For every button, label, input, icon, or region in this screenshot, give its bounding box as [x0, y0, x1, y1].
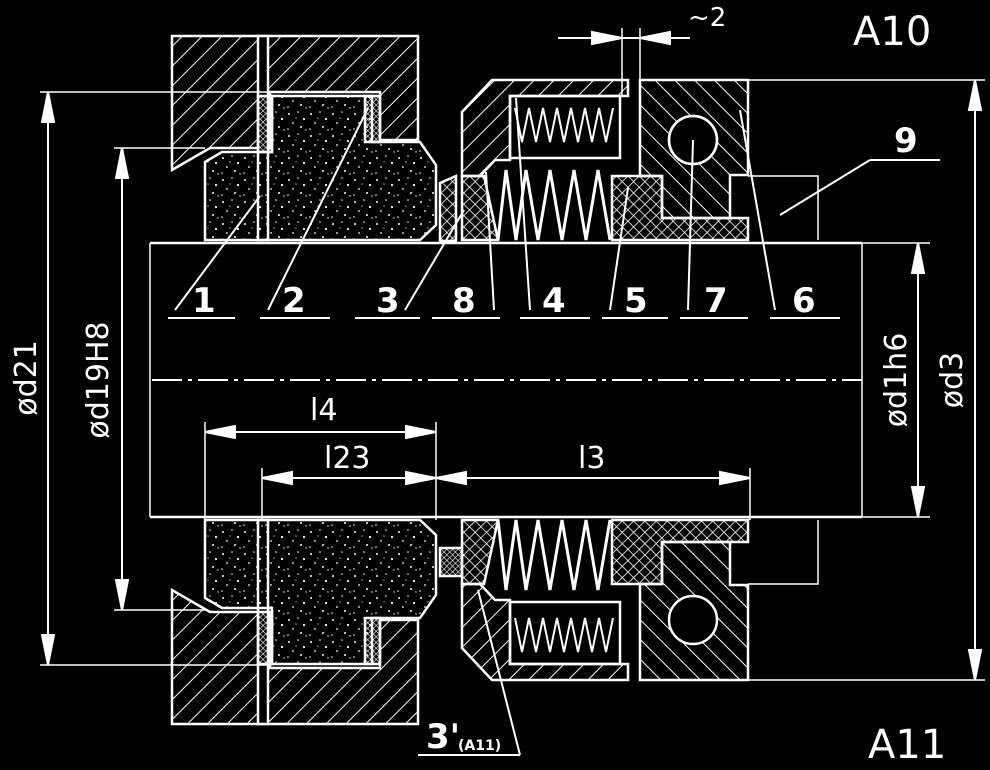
spring-chamber-upper [508, 94, 622, 160]
metal-bellows-upper [496, 169, 612, 241]
seat-oring-right-upper [363, 94, 382, 144]
l3-label: l3 [578, 441, 605, 476]
part-number-8: 8 [452, 281, 476, 321]
part-number-3-prime-variant: (A11) [458, 738, 501, 754]
part-number-4: 4 [542, 281, 566, 321]
part-9-outline [748, 175, 819, 240]
seat-oring-right-lower [363, 616, 382, 666]
seat-oring-left-lower [256, 610, 274, 666]
bellows-root-upper [460, 174, 500, 242]
part-number-5: 5 [624, 281, 648, 321]
part-number-3-prime: 3' [426, 717, 460, 757]
leader-lines [168, 97, 940, 756]
spring-chamber-lower [508, 600, 622, 666]
part-number-1: 1 [192, 281, 216, 321]
l4-label: l4 [310, 393, 337, 428]
upper-half-assembly [170, 34, 819, 243]
part-9-outline-lower [748, 520, 819, 585]
metal-bellows-lower [496, 519, 612, 591]
part-number-2: 2 [282, 281, 306, 321]
spring-lower [514, 617, 614, 653]
part-number-9: 9 [894, 121, 918, 161]
shaft [149, 241, 863, 519]
labels: A10 A11 ~2 ød21 ød19H8 ød1h6 ød3 l4 l23 … [9, 3, 970, 768]
bellows-root-lower [460, 518, 500, 586]
seat-oring-left-upper [256, 94, 274, 154]
variant-label-a11: A11 [868, 722, 946, 765]
lower-half-assembly [170, 518, 819, 726]
part-number-6: 6 [792, 281, 816, 321]
housing-upper [170, 34, 420, 173]
variant-label-a10: A10 [853, 9, 931, 55]
set-screw-lower [667, 594, 719, 646]
seal-face-lower [438, 546, 464, 578]
gap-label: ~2 [688, 3, 726, 33]
dimension-lines [40, 28, 985, 681]
d21-label: ød21 [9, 340, 44, 416]
d19-label: ød19H8 [81, 321, 116, 438]
d3-label: ød3 [935, 352, 970, 408]
housing-lower [170, 587, 420, 726]
spring-upper [514, 107, 614, 143]
part-number-7: 7 [704, 281, 728, 321]
seal-face-upper [438, 174, 458, 243]
part-number-3: 3 [376, 281, 400, 321]
l23-label: l23 [324, 441, 371, 476]
d1-label: ød1h6 [879, 333, 914, 428]
